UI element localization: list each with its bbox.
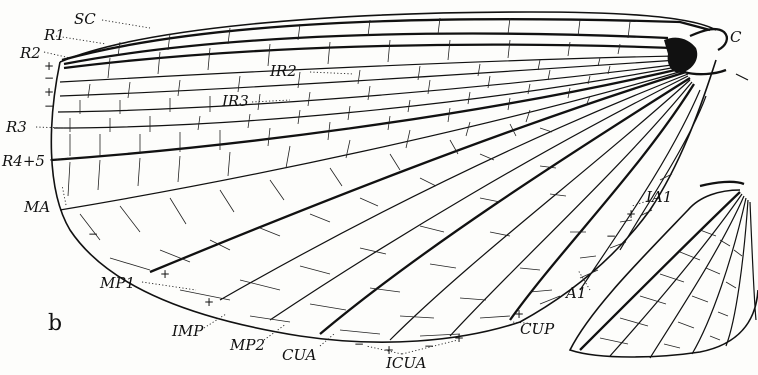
sign-plus: + bbox=[514, 307, 524, 321]
panel-label: b bbox=[48, 311, 62, 336]
forewing-base bbox=[664, 38, 697, 73]
label-ma: MA bbox=[23, 198, 50, 216]
sign-minus: − bbox=[606, 229, 616, 243]
sign-plus: + bbox=[384, 343, 394, 357]
label-mp1: MP1 bbox=[99, 274, 135, 292]
vein-r2 bbox=[60, 56, 676, 82]
forewing bbox=[51, 12, 748, 342]
label-a1: A1 bbox=[564, 284, 586, 302]
hindwing-vein-4 bbox=[692, 198, 746, 354]
vein-r1 bbox=[64, 45, 672, 68]
label-mp2: MP2 bbox=[229, 336, 265, 354]
label-r45: R4+5 bbox=[1, 152, 45, 170]
label-cua: CUA bbox=[282, 346, 317, 364]
costal-brace bbox=[690, 29, 727, 50]
basal-hook bbox=[684, 70, 726, 74]
hindwing bbox=[570, 182, 758, 358]
label-r3: R3 bbox=[5, 118, 27, 136]
sign-plus: + bbox=[44, 85, 54, 99]
vein-costa bbox=[62, 19, 710, 60]
sign-minus: − bbox=[88, 227, 98, 241]
sign-plus: + bbox=[204, 295, 214, 309]
label-ir2: IR2 bbox=[269, 62, 297, 80]
vein-ia1 bbox=[620, 96, 706, 250]
label-imp: IMP bbox=[171, 322, 204, 340]
sign-minus: − bbox=[44, 99, 54, 113]
label-ia1: IA1 bbox=[645, 188, 672, 206]
label-r2: R2 bbox=[19, 44, 41, 62]
hindwing-costa bbox=[700, 182, 744, 186]
sign-plus: + bbox=[160, 267, 170, 281]
sign-minus: − bbox=[44, 71, 54, 85]
basal-tick bbox=[736, 74, 748, 80]
hindwing-main-vein-1 bbox=[580, 192, 740, 350]
sign-minus: − bbox=[354, 337, 364, 351]
label-r1: R1 bbox=[43, 26, 65, 44]
label-c: C bbox=[730, 28, 742, 46]
sign-plus: + bbox=[454, 331, 464, 345]
label-sc: SC bbox=[74, 10, 96, 28]
vein-signs: + − + − − + + − + − + + − + bbox=[44, 59, 636, 357]
hindwing-vein-5 bbox=[726, 200, 748, 346]
label-ir3: IR3 bbox=[221, 92, 249, 110]
label-cup: CUP bbox=[520, 320, 555, 338]
label-leaders bbox=[36, 20, 650, 354]
sign-minus: − bbox=[424, 339, 434, 353]
forewing-outline bbox=[51, 12, 716, 342]
sign-plus: + bbox=[626, 207, 636, 221]
hindwing-vein-6 bbox=[750, 202, 756, 320]
